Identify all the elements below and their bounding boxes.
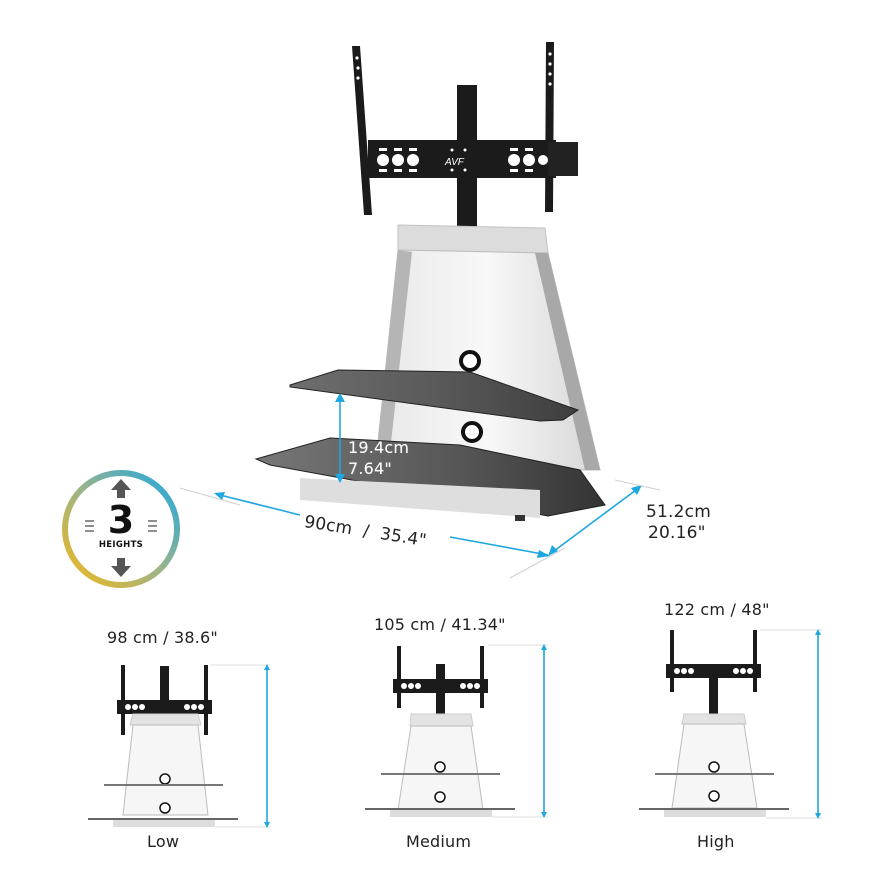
height-option-medium-value: 105 cm / 41.34" <box>374 615 506 634</box>
lines-right-icon <box>148 520 157 532</box>
arrow-down-icon <box>111 558 131 577</box>
height-option-low-value: 98 cm / 38.6" <box>107 628 218 647</box>
shelf-gap-inch-label: 7.64" <box>348 459 392 478</box>
badge-text: HEIGHTS <box>98 540 144 550</box>
height-option-low-name: Low <box>147 832 180 851</box>
depth-inch-label: 20.16" <box>648 523 706 543</box>
height-option-high-value: 122 cm / 48" <box>664 600 770 619</box>
height-option-high-name: High <box>697 832 735 851</box>
brand-logo: AVF <box>444 157 465 168</box>
lines-left-icon <box>85 520 94 532</box>
three-heights-badge: 3 HEIGHTS <box>58 466 184 592</box>
height-option-medium: 105 cm / 41.34" Medium <box>350 600 570 860</box>
height-option-high: 122 cm / 48" High <box>620 590 840 860</box>
height-option-low: 98 cm / 38.6" Low <box>80 620 300 860</box>
arrow-up-icon <box>111 479 131 498</box>
depth-cm-label: 51.2cm <box>646 502 711 522</box>
badge-number: 3 <box>107 498 135 542</box>
main-product-illustration: AVF 19.4cm 7.64" 9 <box>179 42 711 579</box>
height-option-medium-name: Medium <box>406 832 472 851</box>
shelf-gap-cm-label: 19.4cm <box>348 438 410 457</box>
